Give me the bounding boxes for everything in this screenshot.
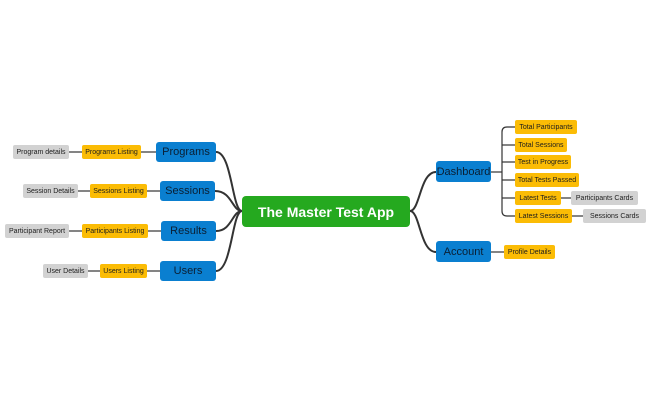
- leaf-programs-listing[interactable]: Programs Listing: [82, 145, 141, 159]
- leaf-users-listing[interactable]: Users Listing: [100, 264, 147, 278]
- leaf-program-details[interactable]: Program details: [13, 145, 69, 159]
- leaf-profile-details[interactable]: Profile Details: [504, 245, 555, 259]
- leaf-participants-listing[interactable]: Participants Listing: [82, 224, 148, 238]
- branch-users[interactable]: Users: [160, 261, 216, 281]
- branch-account[interactable]: Account: [436, 241, 491, 262]
- branch-programs[interactable]: Programs: [156, 142, 216, 162]
- leaf-total-sessions[interactable]: Total Sessions: [515, 138, 567, 152]
- leaf-participants-cards[interactable]: Participants Cards: [571, 191, 638, 205]
- leaf-user-details[interactable]: User Details: [43, 264, 88, 278]
- branch-dashboard[interactable]: Dashboard: [436, 161, 491, 182]
- leaf-latest-sessions[interactable]: Latest Sessions: [515, 209, 572, 223]
- leaf-test-in-progress[interactable]: Test in Progress: [515, 155, 571, 169]
- leaf-total-tests-passed[interactable]: Total Tests Passed: [515, 173, 579, 187]
- branch-sessions[interactable]: Sessions: [160, 181, 215, 201]
- leaf-total-participants[interactable]: Total Participants: [515, 120, 577, 134]
- leaf-sessions-cards[interactable]: Sessions Cards: [583, 209, 646, 223]
- root-node[interactable]: The Master Test App: [242, 196, 410, 227]
- leaf-sessions-listing[interactable]: Sessions Listing: [90, 184, 147, 198]
- leaf-session-details[interactable]: Session Details: [23, 184, 78, 198]
- leaf-participant-report[interactable]: Participant Report: [5, 224, 69, 238]
- branch-results[interactable]: Results: [161, 221, 216, 241]
- leaf-latest-tests[interactable]: Latest Tests: [515, 191, 561, 205]
